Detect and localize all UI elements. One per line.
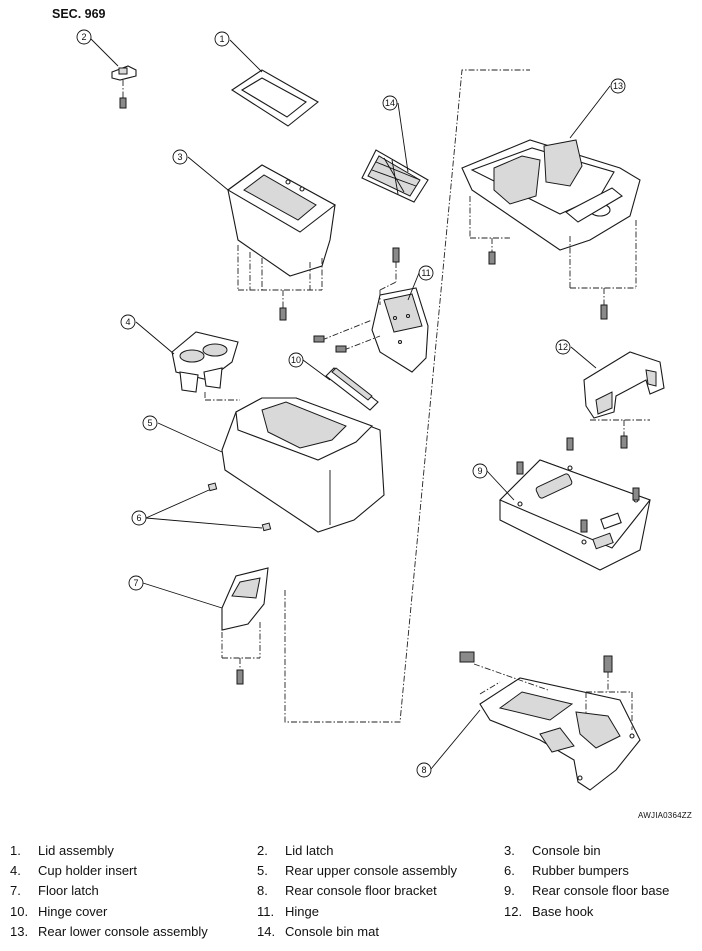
svg-text:12: 12 bbox=[558, 342, 568, 352]
callout-2: 2 bbox=[76, 29, 92, 45]
screw-icon bbox=[279, 307, 287, 321]
screw-icon bbox=[459, 651, 475, 663]
svg-text:9: 9 bbox=[477, 466, 482, 476]
svg-text:4: 4 bbox=[125, 317, 130, 327]
callout-1: 1 bbox=[214, 31, 230, 47]
legend-item: 12.Base hook bbox=[504, 904, 594, 919]
screw-icon bbox=[603, 655, 613, 673]
callout-11: 11 bbox=[418, 265, 434, 281]
screw-icon bbox=[600, 304, 608, 320]
screw-icon bbox=[335, 345, 347, 353]
figure-code: AWJIA0364ZZ bbox=[638, 811, 692, 820]
screw-icon bbox=[516, 461, 524, 475]
svg-text:3: 3 bbox=[177, 152, 182, 162]
svg-text:2: 2 bbox=[81, 32, 86, 42]
rubber-bumpers-part bbox=[207, 482, 272, 532]
legend-item: 1.Lid assembly bbox=[10, 843, 114, 858]
console-bin-mat-part bbox=[361, 149, 429, 203]
callout-7: 7 bbox=[128, 575, 144, 591]
screw-icon bbox=[620, 435, 628, 449]
callout-6: 6 bbox=[131, 510, 147, 526]
legend-item: 14.Console bin mat bbox=[257, 924, 379, 939]
legend-item: 10.Hinge cover bbox=[10, 904, 108, 919]
base-hook-part bbox=[583, 351, 665, 449]
svg-text:11: 11 bbox=[421, 268, 430, 278]
exploded-diagram: 1 2 3 4 5 6 7 8 9 10 11 12 13 14 bbox=[76, 29, 665, 791]
callout-12: 12 bbox=[555, 339, 571, 355]
screw-icon bbox=[566, 437, 574, 451]
legend-item: 5.Rear upper console assembly bbox=[257, 863, 457, 878]
legend-item: 9.Rear console floor base bbox=[504, 883, 670, 898]
svg-text:8: 8 bbox=[421, 765, 426, 775]
legend-item: 4.Cup holder insert bbox=[10, 863, 137, 878]
svg-text:6: 6 bbox=[136, 513, 141, 523]
legend-item: 6.Rubber bumpers bbox=[504, 863, 629, 878]
callout-4: 4 bbox=[120, 314, 136, 330]
rear-console-floor-base-part bbox=[499, 437, 651, 571]
hinge-part bbox=[313, 247, 429, 373]
screw-icon bbox=[313, 335, 325, 343]
legend-item: 3.Console bin bbox=[504, 843, 601, 858]
console-bin-part bbox=[226, 164, 337, 321]
rear-console-floor-bracket-part bbox=[459, 651, 641, 791]
callout-9: 9 bbox=[472, 463, 488, 479]
cup-holder-insert-part bbox=[171, 331, 240, 401]
callout-13: 13 bbox=[610, 78, 626, 94]
svg-text:5: 5 bbox=[147, 418, 152, 428]
assembly-link-line bbox=[284, 69, 530, 723]
legend-item: 13.Rear lower console assembly bbox=[10, 924, 208, 939]
screw-icon bbox=[580, 519, 588, 533]
screw-icon bbox=[236, 669, 244, 685]
rear-upper-console-part bbox=[221, 397, 385, 533]
svg-text:7: 7 bbox=[133, 578, 138, 588]
callout-8: 8 bbox=[416, 762, 432, 778]
screw-icon bbox=[632, 487, 640, 501]
callout-14: 14 bbox=[382, 95, 398, 111]
section-title: SEC. 969 bbox=[52, 7, 106, 21]
hinge-cover-part bbox=[325, 367, 379, 411]
callout-3: 3 bbox=[172, 149, 188, 165]
svg-text:14: 14 bbox=[385, 98, 395, 108]
legend-item: 7.Floor latch bbox=[10, 883, 99, 898]
callout-5: 5 bbox=[142, 415, 158, 431]
svg-text:13: 13 bbox=[613, 81, 623, 91]
lid-assembly-part bbox=[230, 69, 319, 127]
floor-latch-part bbox=[221, 567, 269, 685]
legend-item: 11.Hinge bbox=[257, 904, 319, 919]
legend-item: 8.Rear console floor bracket bbox=[257, 883, 437, 898]
svg-text:1: 1 bbox=[219, 34, 224, 44]
lid-latch-part bbox=[111, 65, 137, 109]
screw-icon bbox=[392, 247, 400, 263]
screw-icon bbox=[488, 251, 496, 265]
rear-lower-console-part bbox=[461, 139, 641, 320]
svg-text:10: 10 bbox=[291, 355, 301, 365]
callout-10: 10 bbox=[288, 352, 304, 368]
screw-icon bbox=[119, 97, 127, 109]
legend-item: 2.Lid latch bbox=[257, 843, 334, 858]
